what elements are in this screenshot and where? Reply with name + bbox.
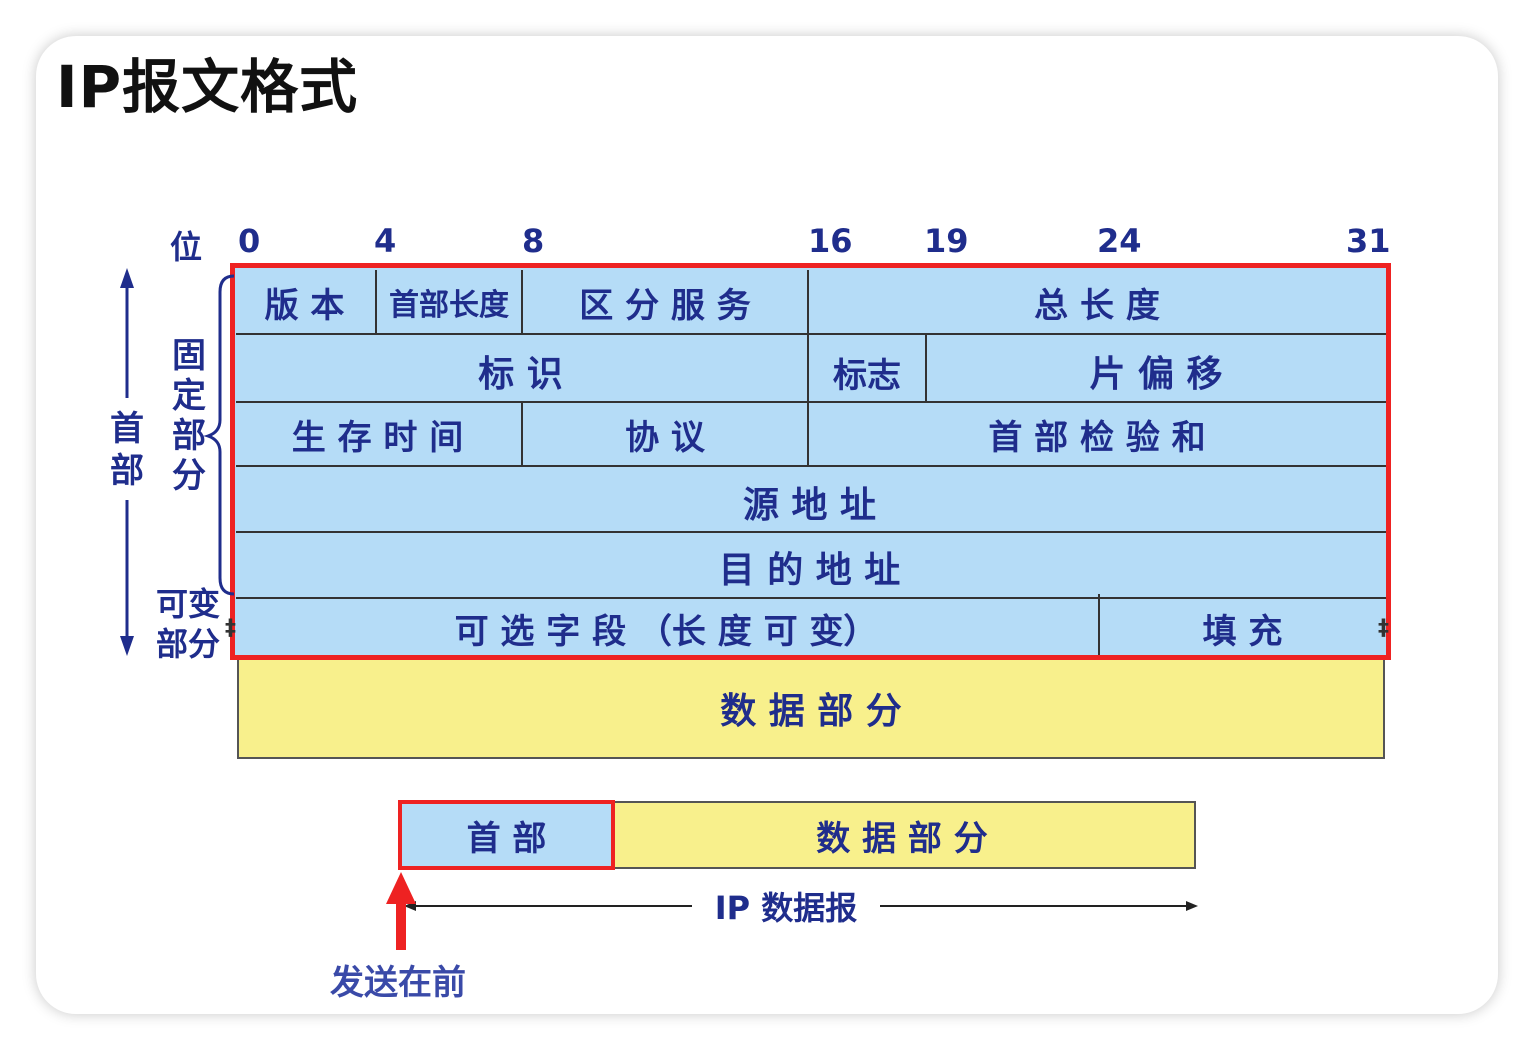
datagram-label: IP 数据报: [714, 889, 858, 927]
datagram-header: 首 部: [398, 800, 615, 870]
field-flags: 标志: [833, 355, 901, 396]
column-divider: [521, 402, 523, 466]
send-first-label: 发送在前: [330, 962, 466, 1003]
row-divider: [236, 401, 1386, 403]
bit-tick-4: 4: [374, 222, 397, 260]
bit-tick-31: 31: [1346, 222, 1391, 260]
row-divider: [236, 597, 1386, 599]
field-fragment-offset: 片 偏 移: [1089, 354, 1223, 395]
field-header-checksum: 首 部 检 验 和: [988, 417, 1206, 458]
bit-axis-label: 位: [170, 228, 203, 266]
row-divider: [236, 465, 1386, 467]
column-divider: [807, 402, 809, 466]
options-left-marker: ‡: [225, 616, 236, 641]
row-divider: [236, 531, 1386, 533]
datagram-span-arrow: [404, 901, 1198, 911]
field-destination-address: 目 的 地 址: [718, 550, 901, 591]
field-options: 可 选 字 段 （长 度 可 变）: [454, 611, 878, 652]
column-divider: [807, 334, 809, 402]
field-diff-services: 区 分 服 务: [579, 285, 751, 326]
column-divider: [521, 270, 523, 334]
bit-tick-24: 24: [1097, 222, 1142, 260]
column-divider: [1098, 594, 1100, 658]
field-source-address: 源 地 址: [742, 485, 877, 526]
header-span-arrow: [120, 268, 134, 656]
column-divider: [925, 334, 927, 402]
label-fixed-part: 固 定 部 分: [172, 336, 206, 496]
field-ttl: 生 存 时 间: [291, 417, 464, 458]
field-header-length: 首部长度: [389, 288, 509, 323]
bit-tick-0: 0: [238, 222, 261, 260]
row-divider: [236, 333, 1386, 335]
bit-tick-16: 16: [808, 222, 853, 260]
fixed-part-brace: [203, 274, 235, 596]
column-divider: [375, 270, 377, 334]
data-part: 数 据 部 分: [237, 658, 1385, 759]
bit-tick-8: 8: [522, 222, 545, 260]
field-version: 版 本: [264, 285, 345, 326]
header-highlight-box: [230, 263, 1391, 660]
field-total-length: 总 长 度: [1034, 285, 1160, 326]
send-first-arrow: [386, 872, 416, 950]
label-variable-part: 可变 部分: [155, 585, 220, 663]
bit-tick-19: 19: [924, 222, 969, 260]
page-title: IP报文格式: [56, 53, 359, 121]
field-identification: 标 识: [478, 354, 563, 395]
options-right-marker: ‡: [1378, 616, 1389, 641]
field-padding: 填 充: [1202, 611, 1283, 652]
column-divider: [807, 270, 809, 334]
label-header: 首 部: [110, 409, 144, 491]
field-protocol: 协 议: [625, 417, 705, 458]
